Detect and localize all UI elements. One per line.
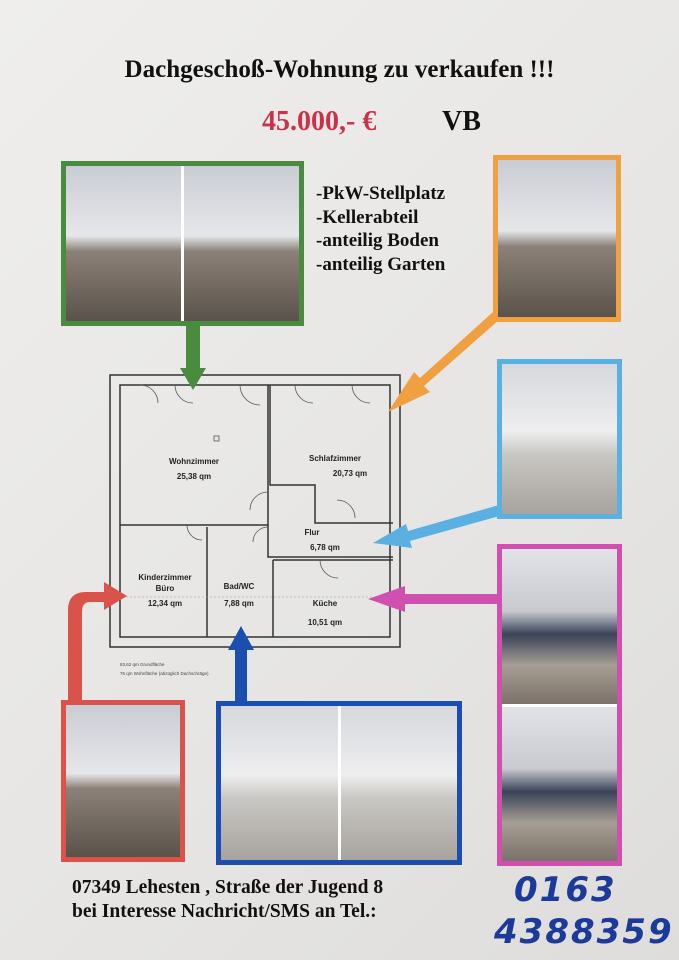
contact-note: bei Interesse Nachricht/SMS an Tel.: <box>72 901 377 922</box>
feature-item: -anteilig Garten <box>316 253 446 275</box>
price: 45.000,- € <box>262 106 377 137</box>
photo-wohnzimmer <box>61 161 304 326</box>
photo-kueche <box>497 544 622 866</box>
feature-item: -Kellerabteil <box>316 206 419 228</box>
photo-flur <box>497 359 622 519</box>
arrow-red-icon <box>68 582 127 700</box>
arrow-orange-icon <box>388 312 499 412</box>
arrow-magenta-icon <box>368 586 497 612</box>
flyer-title: Dachgeschoß-Wohnung zu verkaufen !!! <box>124 56 555 83</box>
address-block: 07349 Lehesten , Straße der Jugend 8 bei… <box>72 876 383 924</box>
feature-item: -PkW-Stellplatz <box>316 183 446 204</box>
address: 07349 Lehesten , Straße der Jugend 8 <box>72 877 384 898</box>
features-list: -PkW-Stellplatz -Kellerabteil -anteilig … <box>316 182 445 276</box>
phone-number: 4388359 <box>494 912 674 952</box>
arrow-blue-icon <box>228 626 254 701</box>
feature-item: -anteilig Boden <box>316 230 439 251</box>
photo-kinderzimmer <box>61 700 185 862</box>
photo-bad <box>216 701 462 865</box>
photo-schlafzimmer <box>493 155 621 322</box>
price-negotiable: VB <box>442 106 481 137</box>
phone-prefix: 0163 <box>514 870 617 910</box>
arrow-green-icon <box>180 326 206 390</box>
arrow-lightblue-icon <box>373 505 503 548</box>
